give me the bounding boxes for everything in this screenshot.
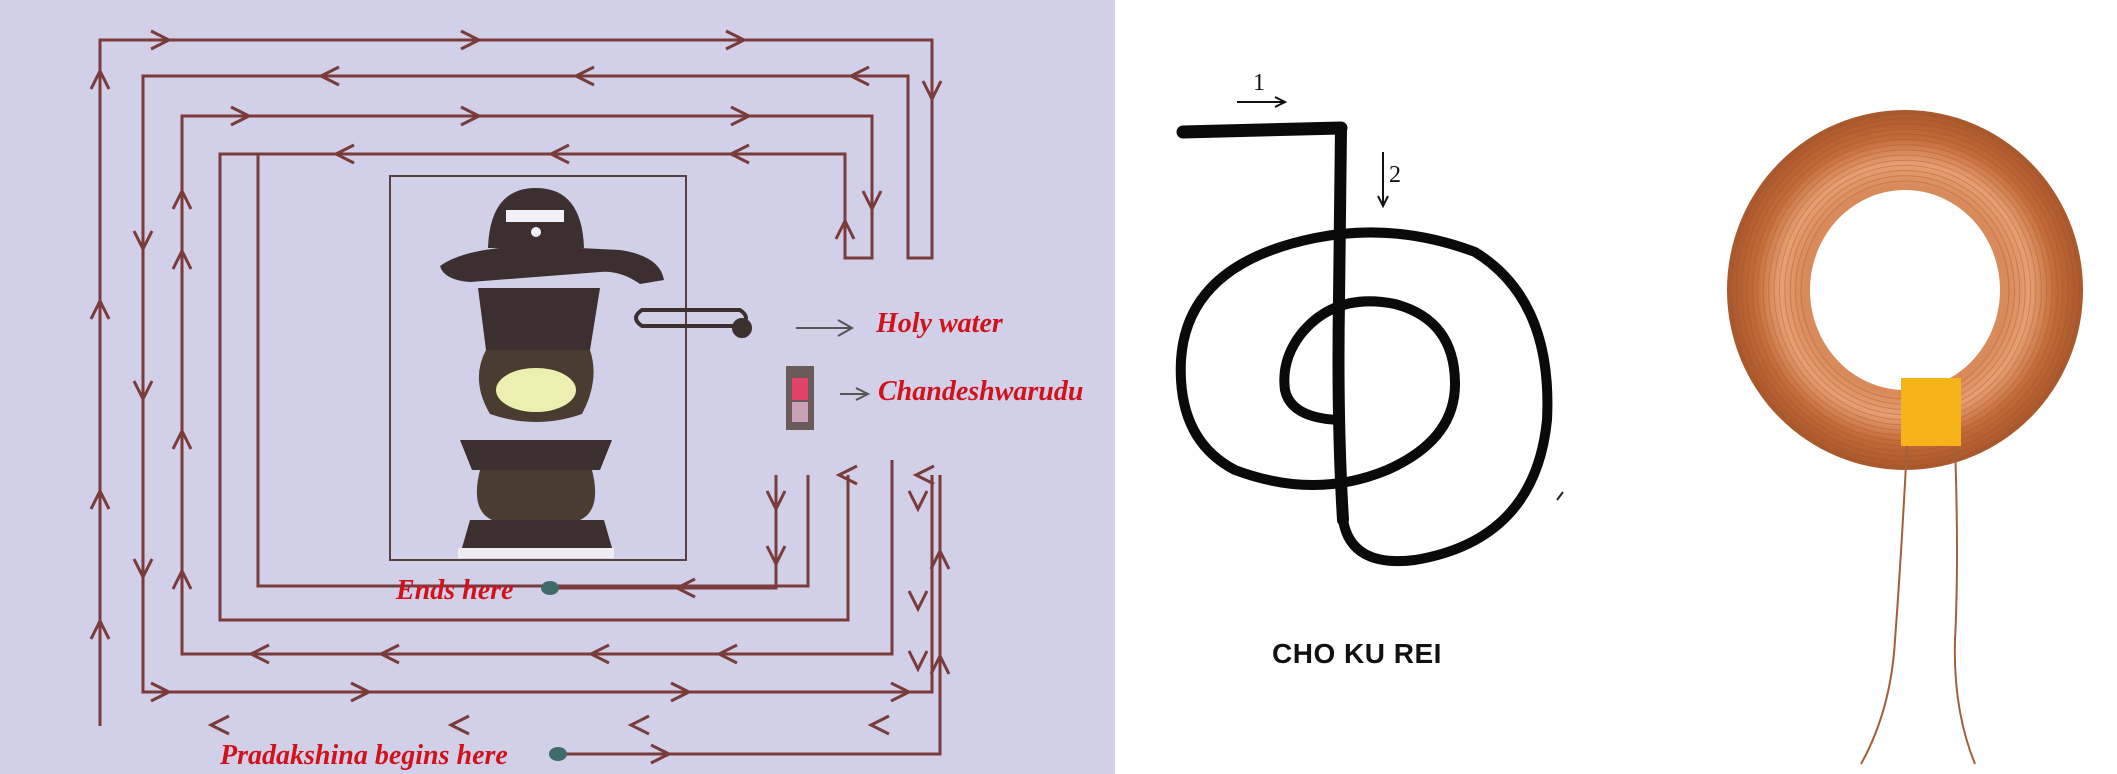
direction-arrow-icon (765, 545, 787, 568)
path-loop-3 (256, 154, 810, 588)
direction-arrow-icon (150, 681, 173, 703)
direction-arrow-icon (447, 714, 470, 736)
direction-arrow-icon (171, 427, 193, 450)
coil-lead-1 (1860, 445, 1908, 765)
path-start (554, 475, 942, 756)
direction-arrow-icon (171, 567, 193, 590)
direction-arrow-icon (847, 65, 870, 87)
symbol-spiral (1175, 227, 1553, 567)
direction-arrow-icon (150, 29, 173, 51)
direction-arrow-icon (332, 143, 355, 165)
coil-lead-2 (1953, 445, 1976, 765)
direction-arrow-icon (377, 643, 400, 665)
direction-arrow-icon (730, 105, 753, 127)
direction-arrow-icon (890, 681, 913, 703)
direction-arrow-icon (627, 714, 650, 736)
direction-arrow-icon (715, 643, 738, 665)
coil-winding (1746, 128, 2064, 452)
direction-arrow-icon (350, 681, 373, 703)
direction-arrow-icon (247, 643, 270, 665)
direction-arrow-icon (89, 617, 111, 640)
start-marker (549, 747, 567, 761)
direction-arrow-icon (230, 105, 253, 127)
direction-arrow-icon (673, 577, 696, 599)
direction-arrow-icon (460, 105, 483, 127)
direction-arrow-icon (650, 743, 673, 765)
direction-arrow-icon (907, 490, 929, 513)
sanctum-box (389, 175, 687, 561)
copper-coil-panel (1655, 0, 2117, 774)
coil-tape (1901, 378, 1961, 446)
direction-arrow-icon (547, 143, 570, 165)
direction-arrow-icon (907, 650, 929, 673)
direction-arrow-icon (912, 464, 935, 486)
cho-ku-rei-symbol-panel: 1 2 CHO KU REI (1115, 0, 1655, 774)
step-2-label: 2 (1389, 162, 1401, 188)
cho-ku-rei-svg (1175, 96, 1564, 567)
chandeshwarudu-label: Chandeshwarudu (878, 376, 1084, 407)
chandeshwarudu-picture (786, 366, 814, 430)
direction-arrow-icon (907, 590, 929, 613)
direction-arrow-icon (132, 380, 154, 403)
direction-arrow-icon (921, 80, 943, 103)
direction-arrow-icon (460, 29, 483, 51)
direction-arrow-icon (835, 464, 858, 486)
direction-arrow-icon (572, 65, 595, 87)
step-arrows (1237, 96, 1389, 209)
path-loop-1 (98, 38, 934, 726)
direction-arrow-icon (132, 558, 154, 581)
copper-coil-icon (1727, 110, 2083, 765)
direction-arrow-icon (929, 652, 951, 675)
direction-arrow-icon (725, 29, 748, 51)
stray-mark (1556, 491, 1564, 501)
ends-here-label: Ends here (396, 575, 514, 606)
coil-winding (1741, 123, 2069, 457)
direction-arrow-icon (867, 714, 890, 736)
direction-arrow-icon (132, 230, 154, 253)
direction-arrow-icon (587, 643, 610, 665)
direction-arrow-icon (317, 65, 340, 87)
direction-arrow-icon (929, 547, 951, 570)
symbol-stroke-horizontal (1176, 121, 1348, 139)
pradakshina-diagram: Holy water Chandeshwarudu Ends here Prad… (0, 0, 1115, 774)
path-loop-2 (180, 114, 894, 656)
holy-water-spout (634, 308, 752, 338)
direction-arrow-icon (861, 190, 883, 213)
direction-arrow-icon (89, 297, 111, 320)
path-final (550, 475, 778, 590)
symbol-stroke-vertical (1332, 122, 1349, 526)
direction-arrow-icon (834, 217, 856, 240)
copper-coil-svg (1727, 110, 2083, 765)
direction-arrow-icon (171, 247, 193, 270)
holy-water-label: Holy water (876, 308, 1003, 339)
coil-winding (1735, 118, 2075, 462)
begins-here-label: Pradakshina begins here (220, 740, 508, 771)
direction-arrow-icon (765, 490, 787, 513)
shivalinga-shrine (440, 188, 664, 558)
pradakshina-path-svg (89, 29, 951, 765)
end-marker (541, 581, 559, 595)
direction-arrow-icon (89, 67, 111, 90)
symbol-caption: CHO KU REI (1272, 638, 1442, 669)
direction-arrow-icon (727, 143, 750, 165)
direction-arrow-icon (670, 681, 693, 703)
step-1-label: 1 (1253, 70, 1265, 96)
direction-arrow-icon (89, 487, 111, 510)
direction-arrow-icon (171, 187, 193, 210)
direction-arrow-icon (207, 714, 230, 736)
